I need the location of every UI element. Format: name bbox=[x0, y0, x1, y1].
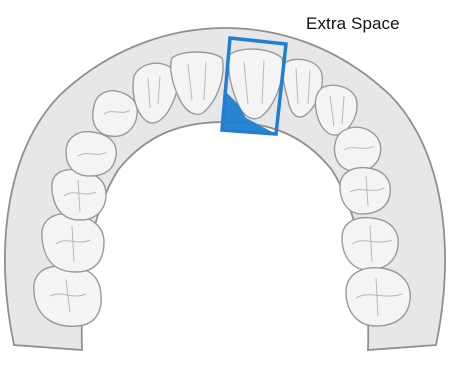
tooth-right-premolar-1 bbox=[335, 127, 381, 171]
tooth-left-premolar-1 bbox=[93, 91, 137, 137]
tooth-right-molar-2 bbox=[346, 268, 410, 326]
tooth-right-molar-1 bbox=[342, 218, 398, 270]
tooth-right-premolar-2 bbox=[340, 168, 390, 214]
extra-space-label: Extra Space bbox=[306, 14, 400, 34]
